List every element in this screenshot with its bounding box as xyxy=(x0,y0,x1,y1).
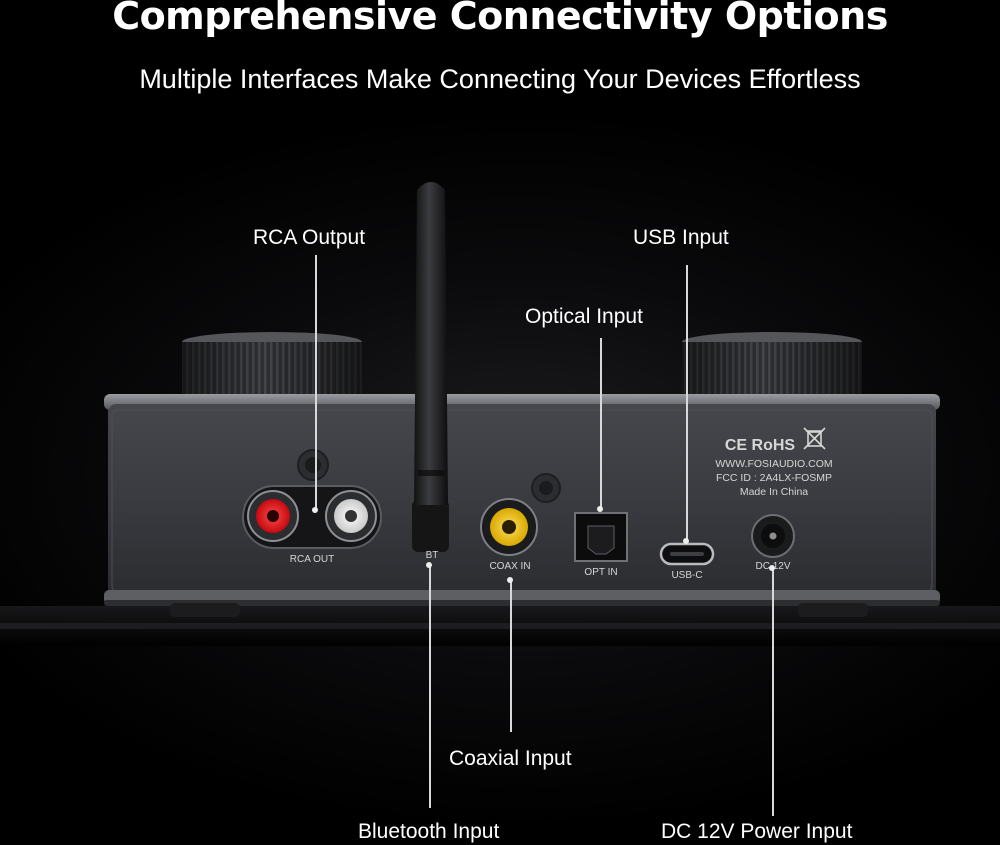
bluetooth-input-line xyxy=(429,565,431,808)
rca-output-line xyxy=(315,255,317,510)
crossed-bin-icon xyxy=(803,427,826,450)
dc-jack xyxy=(751,514,795,558)
coaxial-input-dot xyxy=(507,577,513,583)
coaxial-input-label: Coaxial Input xyxy=(449,747,572,770)
usb-c-marking: USB-C xyxy=(671,570,702,581)
rca-jacks xyxy=(242,485,382,549)
coaxial-input-line xyxy=(510,580,512,732)
usb-c-port xyxy=(659,542,715,566)
optical-input-dot xyxy=(597,506,603,512)
optical-port xyxy=(574,512,628,562)
usb-input-line xyxy=(686,265,688,543)
origin-marking: Made In China xyxy=(740,486,808,498)
bluetooth-antenna xyxy=(412,182,449,552)
opt-in-marking: OPT IN xyxy=(584,567,617,578)
optical-input-label: Optical Input xyxy=(525,305,643,328)
fcc-id-marking: FCC ID : 2A4LX-FOSMP xyxy=(716,472,832,484)
rca-out-marking: RCA OUT xyxy=(290,554,334,565)
coax-in-marking: COAX IN xyxy=(489,561,530,572)
page-title: Comprehensive Connectivity Options xyxy=(112,0,888,38)
dc-power-input-label: DC 12V Power Input xyxy=(661,820,853,843)
rca-output-dot xyxy=(312,507,318,513)
dc-power-input-line xyxy=(772,568,774,816)
left-knob xyxy=(182,332,362,400)
bluetooth-input-dot xyxy=(426,562,432,568)
bt-marking: BT xyxy=(426,550,439,561)
usb-input-dot xyxy=(683,538,689,544)
certification-marks: CE RoHS xyxy=(725,437,796,454)
right-knob xyxy=(682,332,862,400)
coax-jack xyxy=(480,498,538,556)
page-subtitle: Multiple Interfaces Make Connecting Your… xyxy=(139,64,861,94)
website-marking: WWW.FOSIAUDIO.COM xyxy=(715,458,832,470)
optical-input-line xyxy=(600,338,602,510)
usb-input-label: USB Input xyxy=(633,226,729,249)
rca-output-label: RCA Output xyxy=(253,226,366,249)
bluetooth-input-label: Bluetooth Input xyxy=(358,820,500,843)
dc-power-input-dot xyxy=(769,565,775,571)
